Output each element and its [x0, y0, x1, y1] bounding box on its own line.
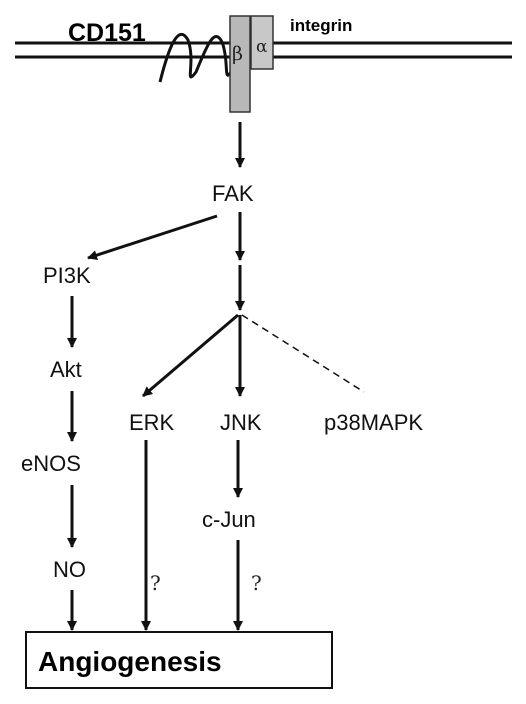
node-enos: eNOS [21, 451, 81, 476]
unknown-link-erk: ? [150, 571, 161, 595]
node-cjun: c-Jun [202, 507, 256, 532]
node-erk: ERK [129, 410, 175, 435]
dashed-branch-to-p38 [241, 314, 365, 393]
node-fak: FAK [212, 181, 254, 206]
integrin-label: integrin [290, 16, 352, 35]
node-p38mapk: p38MAPK [324, 410, 423, 435]
svg-text:α: α [256, 37, 268, 57]
node-jnk: JNK [220, 410, 262, 435]
angiogenesis-label: Angiogenesis [38, 646, 222, 677]
pathway-arrows [67, 122, 365, 631]
node-akt: Akt [50, 357, 82, 382]
arrow-branch-to-erk [142, 313, 239, 398]
angiogenesis-box: Angiogenesis [25, 631, 333, 689]
integrin-alpha-subunit: α [250, 15, 274, 70]
node-pi3k: PI3K [43, 263, 91, 288]
cd151-tetraspanin-shape [158, 32, 238, 83]
cd151-label: CD151 [68, 19, 146, 47]
arrow-fak-to-pi3k [87, 214, 218, 260]
node-no: NO [53, 557, 86, 582]
unknown-link-cjun: ? [251, 571, 262, 595]
svg-text:β: β [232, 43, 243, 65]
integrin-beta-subunit: β [229, 15, 251, 113]
